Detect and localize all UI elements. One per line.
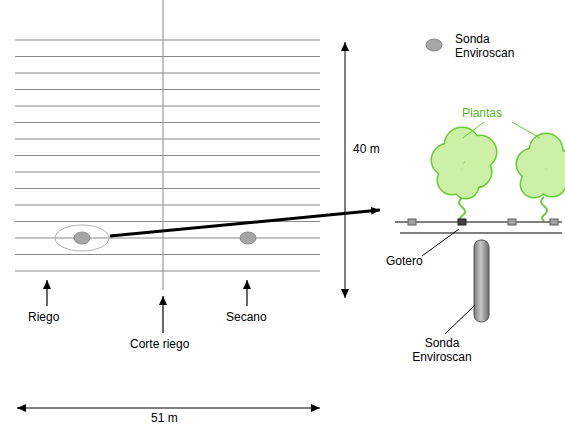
dripper <box>508 219 516 225</box>
leader-line <box>445 305 475 334</box>
leader-line <box>512 122 540 138</box>
crop-row <box>15 122 320 123</box>
plant <box>432 128 496 222</box>
dimension-label: 51 m <box>151 411 178 425</box>
legend-swatch <box>424 38 444 52</box>
plant <box>517 134 565 221</box>
ground-line <box>395 222 562 223</box>
crop-row <box>15 172 320 173</box>
part-label: Plantas <box>462 106 502 120</box>
crop-row <box>15 40 320 41</box>
pointer-label: Riego <box>28 310 59 324</box>
part-label: Sonda Enviroscan <box>402 336 482 364</box>
pointer-arrow <box>46 280 47 306</box>
pointer-arrow <box>162 296 163 333</box>
crop-row <box>15 139 320 140</box>
dimension-label: 40 m <box>353 142 380 156</box>
detail-arrow <box>110 210 380 236</box>
crop-row <box>15 155 320 156</box>
pointer-label: Corte riego <box>130 337 189 351</box>
crop-row <box>15 188 320 189</box>
legend-text: Sonda Enviroscan <box>455 32 545 60</box>
leader-line <box>463 122 484 138</box>
ground-line <box>400 233 562 234</box>
dripper <box>550 219 558 225</box>
probe-highlight <box>55 225 109 251</box>
crop-row <box>15 254 320 255</box>
probe-body <box>474 240 489 322</box>
leader-line <box>422 229 459 256</box>
crop-row <box>15 271 320 272</box>
crop-row <box>15 89 320 90</box>
dimension-line <box>17 408 320 409</box>
probe-marker <box>74 232 90 244</box>
crop-row <box>15 205 320 206</box>
pointer-arrow <box>246 280 247 306</box>
crop-row <box>15 106 320 107</box>
part-label: Gotero <box>386 254 423 268</box>
irrigation-cut-line <box>163 0 164 290</box>
dimension-line <box>345 42 346 298</box>
dripper <box>408 219 416 225</box>
crop-row <box>15 238 320 239</box>
pointer-label: Secano <box>226 310 267 324</box>
crop-row <box>15 56 320 57</box>
crop-rows <box>15 40 320 271</box>
probe-marker <box>240 232 256 244</box>
dripper <box>458 219 466 225</box>
crop-row <box>15 73 320 74</box>
